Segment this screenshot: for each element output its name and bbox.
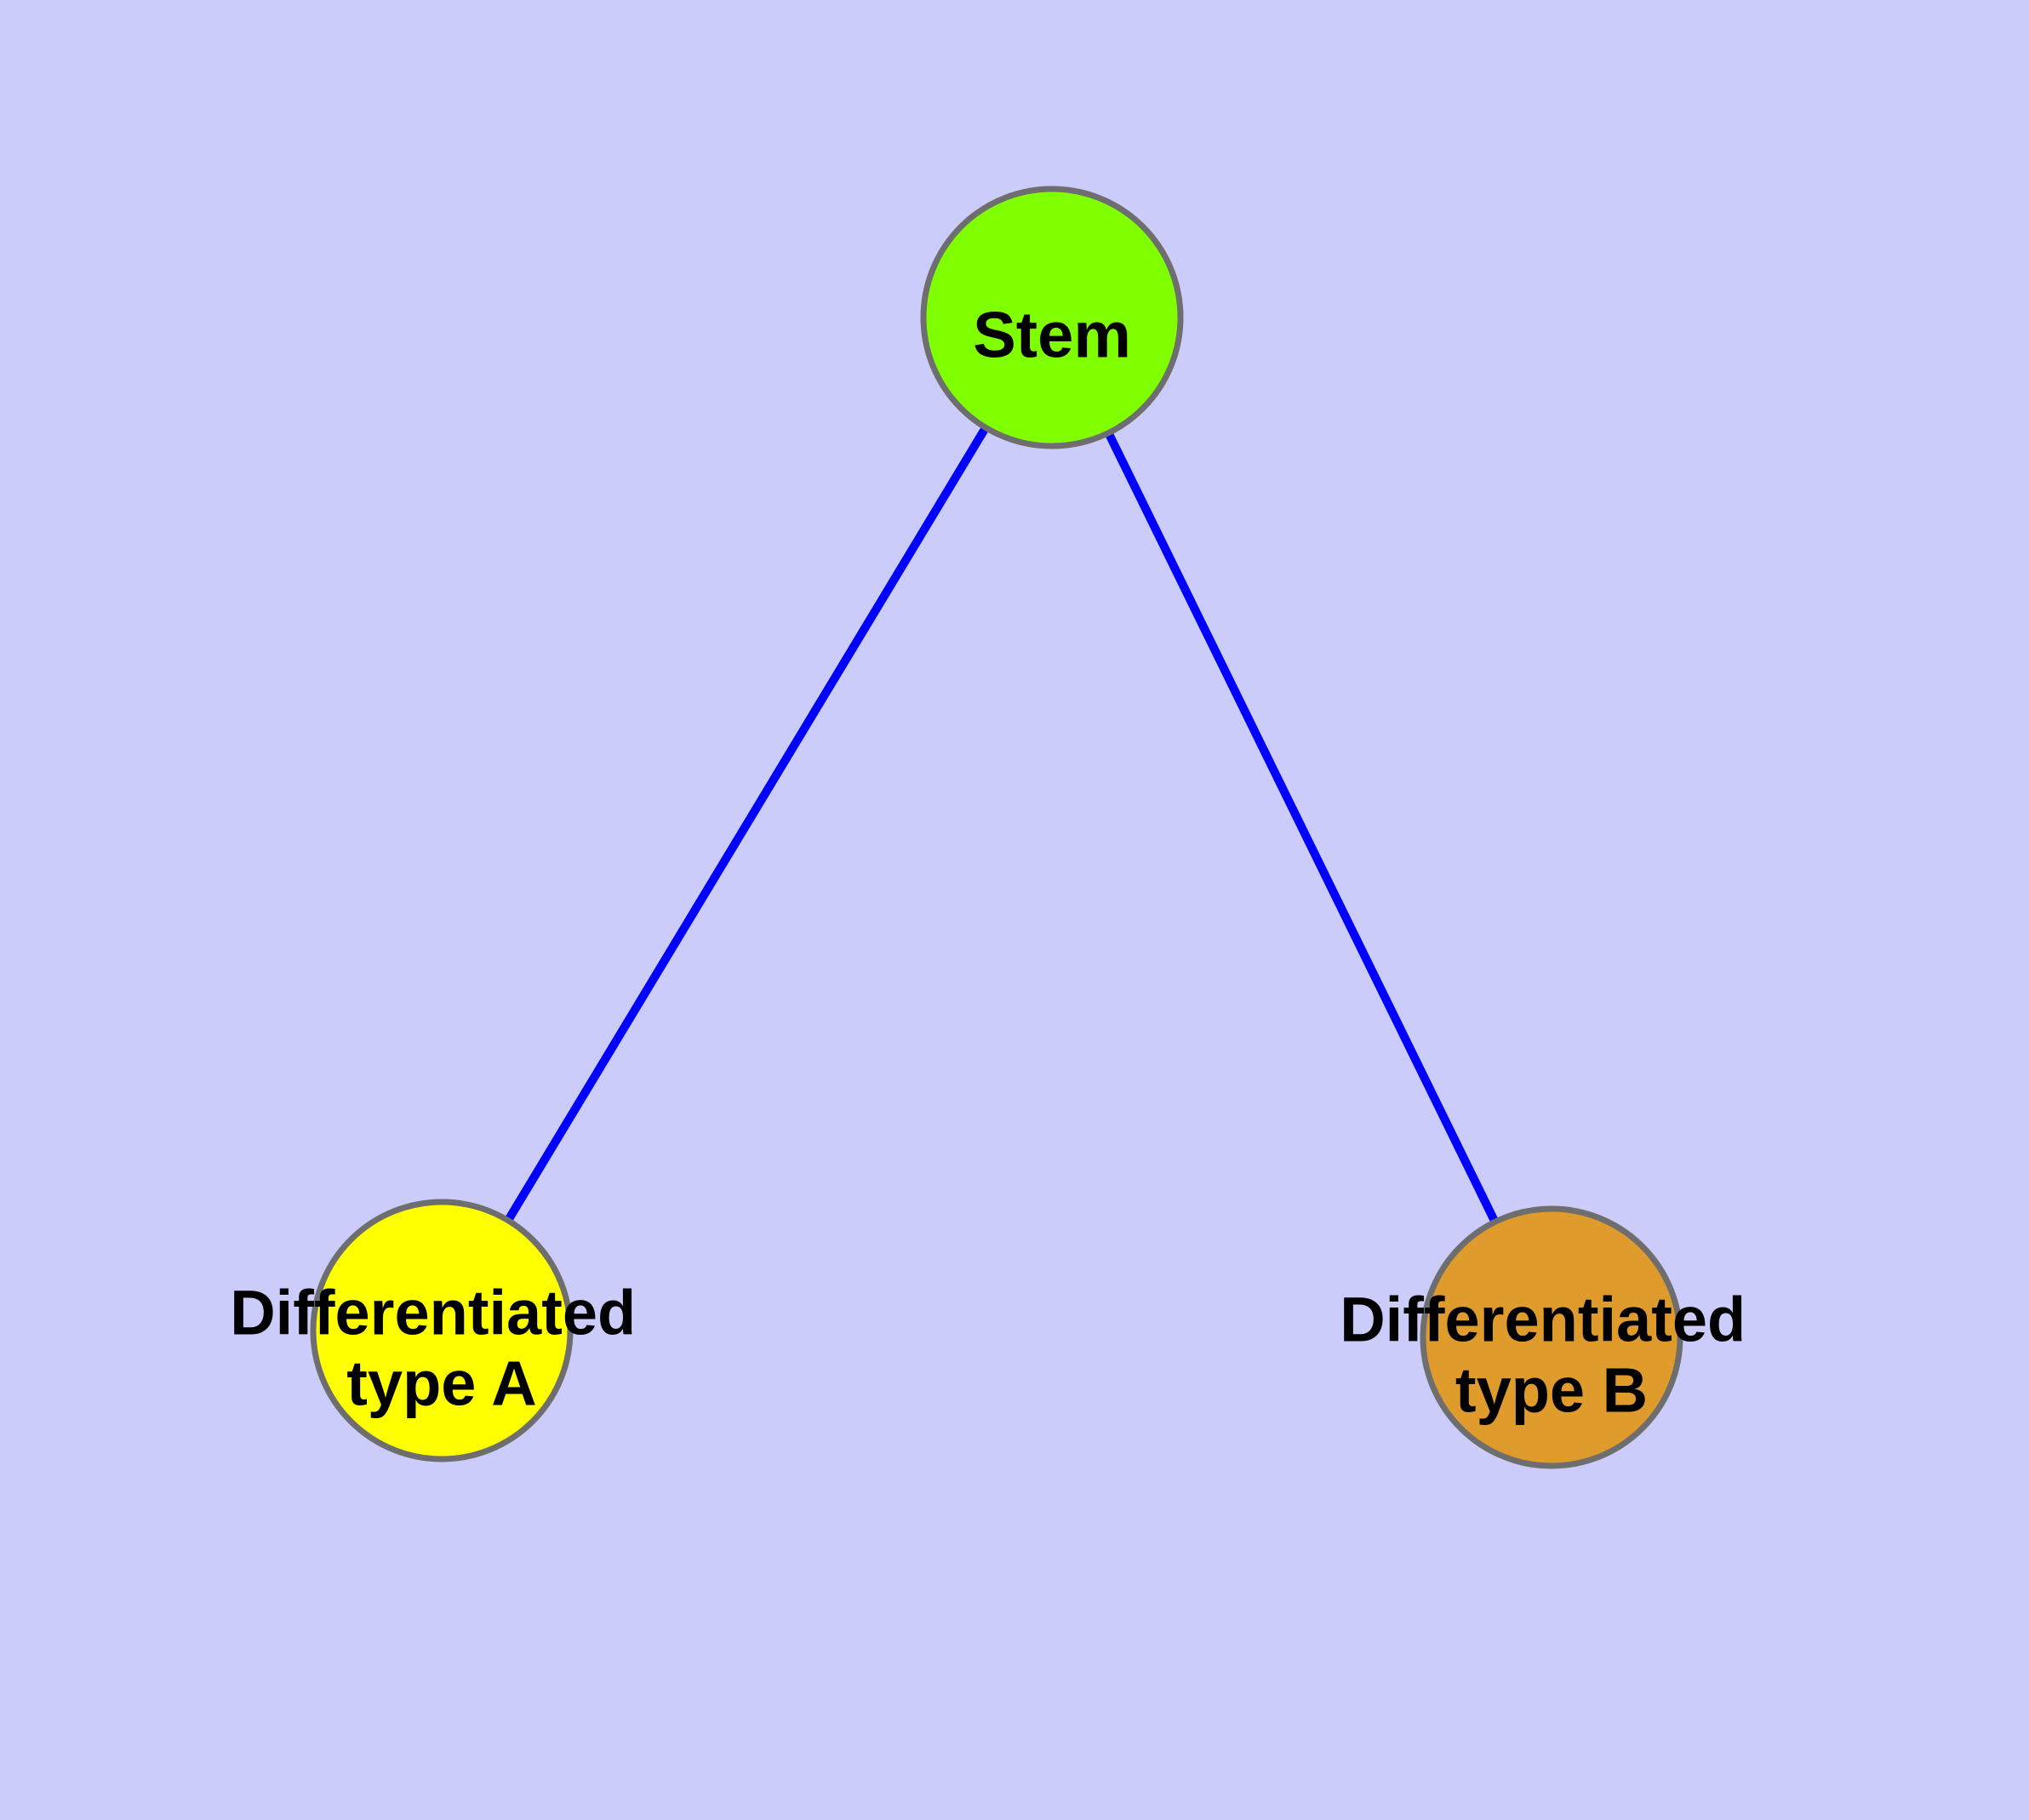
edge-layer (437, 315, 1556, 1340)
node-stem-circle[interactable] (920, 186, 1184, 449)
node-differentiated-type-a[interactable]: Differentiated type A (230, 1199, 654, 1462)
node-differentiated-type-b-label-line-1: Differentiated (1340, 1284, 1746, 1354)
node-stem[interactable]: Stem (920, 186, 1184, 449)
node-differentiated-type-a-label-line-2: type A (346, 1348, 536, 1418)
node-differentiated-type-b-label: Differentiated type B (1340, 1284, 1763, 1425)
node-stem-label-line-1: Stem (973, 300, 1131, 372)
node-stem-label: Stem (973, 300, 1131, 372)
edge-stem-to-differentiated-type-a[interactable] (437, 315, 1056, 1333)
node-differentiated-type-b[interactable]: Differentiated type B (1340, 1205, 1763, 1469)
node-differentiated-type-b-label-line-2: type B (1455, 1354, 1648, 1425)
node-differentiated-type-b-circle[interactable] (1420, 1205, 1683, 1469)
node-differentiated-type-a-label: Differentiated type A (230, 1277, 654, 1418)
node-differentiated-type-a-circle[interactable] (310, 1199, 574, 1462)
node-differentiated-type-a-label-line-1: Differentiated (230, 1277, 636, 1348)
node-layer: Stem Differentiated type A Differentiate… (230, 186, 1763, 1469)
edge-stem-to-differentiated-type-b[interactable] (1048, 315, 1556, 1340)
